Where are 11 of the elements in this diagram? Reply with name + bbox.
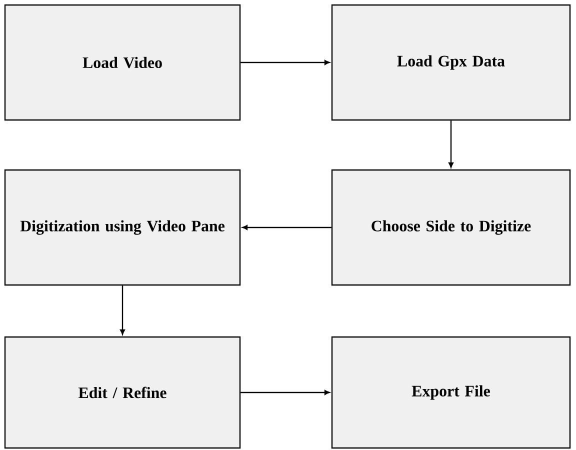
process-box: Load Video [4, 4, 241, 121]
arrow [120, 286, 125, 335]
arrow [240, 390, 330, 395]
process-box: Digitization using Video Pane [4, 169, 241, 286]
process-box: Edit / Refine [4, 336, 241, 449]
arrow [240, 60, 330, 65]
arrow [448, 120, 454, 168]
process-box: Choose Side to Digitize [331, 169, 571, 286]
arrow [242, 225, 332, 230]
process-box: Load Gpx Data [331, 4, 571, 121]
process-box: Export File [331, 336, 571, 449]
